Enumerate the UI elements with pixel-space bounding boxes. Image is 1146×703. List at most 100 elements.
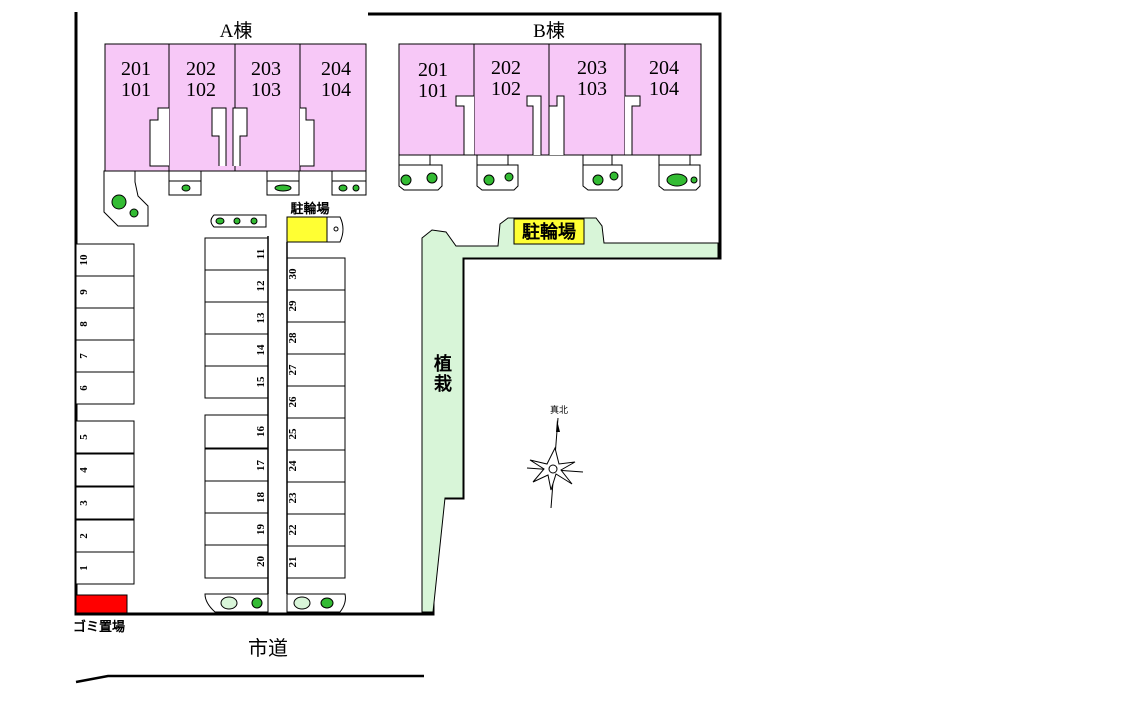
parking-slot (75, 453, 135, 487)
entrance-notch (300, 107, 315, 167)
garden-plot (103, 170, 149, 227)
parking-slot-number: 16 (255, 426, 267, 438)
shrub (181, 184, 191, 192)
shrub (352, 184, 360, 192)
parking-slot (286, 353, 346, 387)
parking-slot (204, 512, 269, 547)
unit-a-2-upper: 202 (186, 58, 216, 80)
parking-slot (286, 321, 346, 355)
parking-slot (286, 417, 346, 451)
shrub (609, 171, 619, 181)
parking-slot-number: 21 (287, 557, 299, 568)
parking-slot (75, 243, 135, 277)
shrub (251, 597, 263, 609)
parking-slot (75, 519, 135, 553)
parking-slot (286, 513, 346, 547)
shrub (220, 596, 238, 610)
parking-slot-number: 5 (78, 434, 90, 440)
shrub (129, 208, 139, 218)
garden-plot (476, 154, 519, 191)
parking-slot-number: 14 (255, 344, 267, 356)
parking-slot-number: 15 (255, 376, 267, 388)
shrub (592, 174, 604, 186)
parking-slot-number: 17 (255, 460, 267, 472)
parking-slot (75, 420, 135, 454)
parking-slot-number: 4 (78, 467, 90, 473)
unit-a-2-lower: 102 (186, 79, 216, 101)
parking-slot (75, 371, 135, 405)
shrub (293, 596, 311, 610)
parking-slot (75, 275, 135, 309)
shrub (400, 174, 412, 186)
shrub (320, 597, 334, 609)
parking-slot (286, 289, 346, 323)
entrance-notch (149, 107, 169, 167)
unit-b-4-upper: 204 (649, 57, 679, 79)
entrance-notch (455, 95, 474, 156)
parking-slot-number: 20 (255, 556, 267, 568)
unit-b-1-lower: 101 (418, 80, 448, 102)
planting-label-1: 植 (434, 353, 452, 374)
building-b-label: B棟 (533, 20, 565, 42)
unit-a-4-lower: 104 (321, 79, 351, 101)
shrub (111, 194, 127, 210)
parking-slot-number: 19 (255, 524, 267, 536)
parking-slot-number: 1 (78, 565, 90, 571)
unit-a-3-lower: 103 (251, 79, 281, 101)
entrance-notch (526, 95, 542, 155)
parking-slot-number: 7 (78, 353, 90, 359)
unit-b-2-upper: 202 (491, 57, 521, 79)
parking-slot-number: 25 (287, 428, 299, 440)
shrub (338, 184, 348, 192)
parking-slot (75, 551, 135, 585)
unit-a-1-lower: 101 (121, 79, 151, 101)
planting-strip (421, 217, 719, 613)
bike-parking-b-label: 駐輪場 (522, 221, 576, 242)
building-a-label: A棟 (220, 20, 253, 42)
unit-a-4-upper: 204 (321, 58, 351, 80)
parking-slot-number: 6 (78, 385, 90, 391)
shrub (504, 172, 514, 182)
building-b: 201 101 202 102 203 103 204 104 (398, 43, 702, 191)
parking-slot-number: 10 (78, 254, 90, 266)
bike-parking-a (286, 216, 328, 243)
entrance-notch (211, 107, 227, 166)
parking-slot-number: 11 (255, 249, 267, 259)
parking-slot-number: 9 (78, 289, 90, 295)
unit-a-3-upper: 203 (251, 58, 281, 80)
parking-slot-number: 22 (287, 524, 299, 536)
building-a: 201 101 202 102 203 103 204 104 (103, 43, 367, 227)
parking-slot-number: 12 (255, 280, 267, 292)
road-edge (75, 674, 424, 684)
parking-slot-number: 24 (287, 460, 299, 472)
unit-b-4-lower: 104 (649, 78, 679, 100)
shrub (690, 176, 698, 184)
shrub (483, 174, 495, 186)
shrub (233, 217, 241, 225)
road-label: 市道 (248, 637, 288, 660)
shrub (274, 184, 292, 192)
garden-plot (331, 170, 367, 196)
shrub (215, 217, 225, 225)
unit-a-1-upper: 201 (121, 58, 151, 80)
parking-slot-number: 8 (78, 321, 90, 327)
parking-slot-number: 3 (78, 500, 90, 506)
parking-slot-number: 26 (287, 396, 299, 408)
compass: 真北 (526, 404, 584, 509)
parking-slot (75, 339, 135, 373)
bike-parking-b (513, 218, 585, 245)
parking-slot (204, 544, 269, 579)
parking-slot (204, 365, 269, 399)
parking-slot-number: 18 (255, 492, 267, 504)
entrance-notch (625, 95, 641, 156)
parking-slot-number: 23 (287, 492, 299, 504)
unit-b-1-upper: 201 (418, 59, 448, 81)
shrub (333, 226, 339, 232)
shrub (250, 217, 258, 225)
parking-slot (204, 237, 269, 271)
shrub (666, 173, 688, 187)
parking-slot (286, 385, 346, 419)
